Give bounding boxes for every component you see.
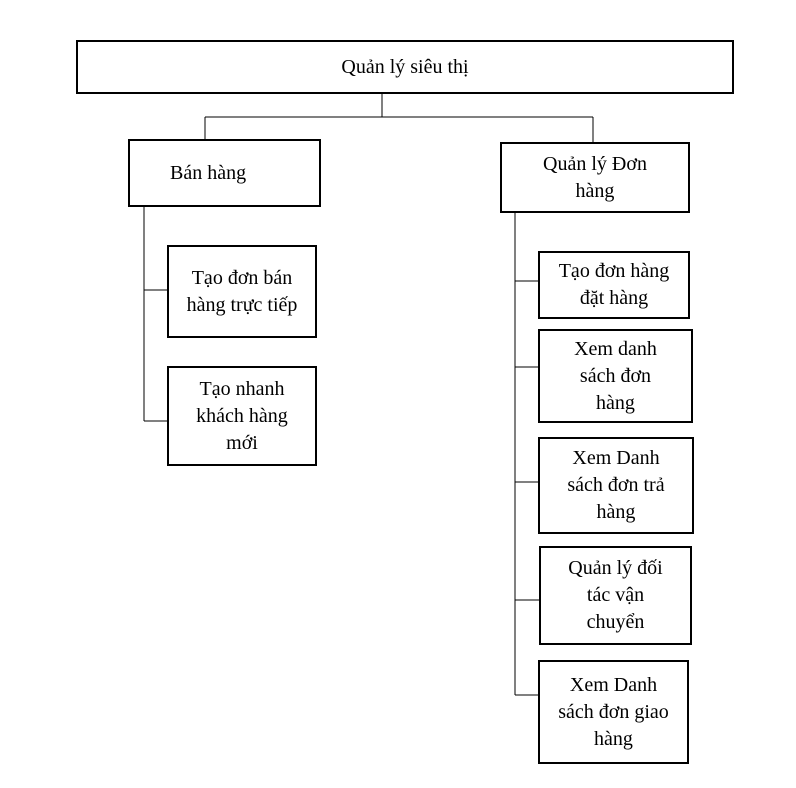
leaf-node-label: Quản lý đối tác vận chuyển <box>568 557 663 633</box>
leaf-node-label: Tạo nhanh khách hàng mới <box>196 377 288 454</box>
leaf-node-label: Xem danh sách đơn hàng <box>574 337 657 414</box>
leaf-node-label: Xem Danh sách đơn giao hàng <box>558 673 669 750</box>
branch-node-label: Bán hàng <box>170 161 247 184</box>
leaf-node-tao-don-ban-hang: Tạo đơn bán hàng trực tiếp <box>167 245 317 338</box>
leaf-node-label: Xem Danh sách đơn trả hàng <box>567 447 665 523</box>
leaf-node-xem-danh-sach-don-giao-hang: Xem Danh sách đơn giao hàng <box>538 660 689 764</box>
leaf-node-label: Tạo đơn bán hàng trực tiếp <box>186 266 298 316</box>
leaf-node-label: Tạo đơn hàng đặt hàng <box>558 260 670 309</box>
branch-node-ban-hang: Bán hàng <box>128 139 321 207</box>
leaf-node-tao-don-hang-dat-hang: Tạo đơn hàng đặt hàng <box>538 251 690 319</box>
root-node-label: Quản lý siêu thị <box>341 55 469 78</box>
leaf-node-tao-nhanh-khach-hang: Tạo nhanh khách hàng mới <box>167 366 317 466</box>
leaf-node-quan-ly-doi-tac-van-chuyen: Quản lý đối tác vận chuyển <box>539 546 692 645</box>
root-node: Quản lý siêu thị <box>76 40 734 94</box>
branch-node-quan-ly-don-hang: Quản lý Đơn hàng <box>500 142 690 213</box>
branch-node-label: Quản lý Đơn hàng <box>543 152 647 202</box>
leaf-node-xem-danh-sach-don-hang: Xem danh sách đơn hàng <box>538 329 693 423</box>
leaf-node-xem-danh-sach-don-tra-hang: Xem Danh sách đơn trả hàng <box>538 437 694 534</box>
